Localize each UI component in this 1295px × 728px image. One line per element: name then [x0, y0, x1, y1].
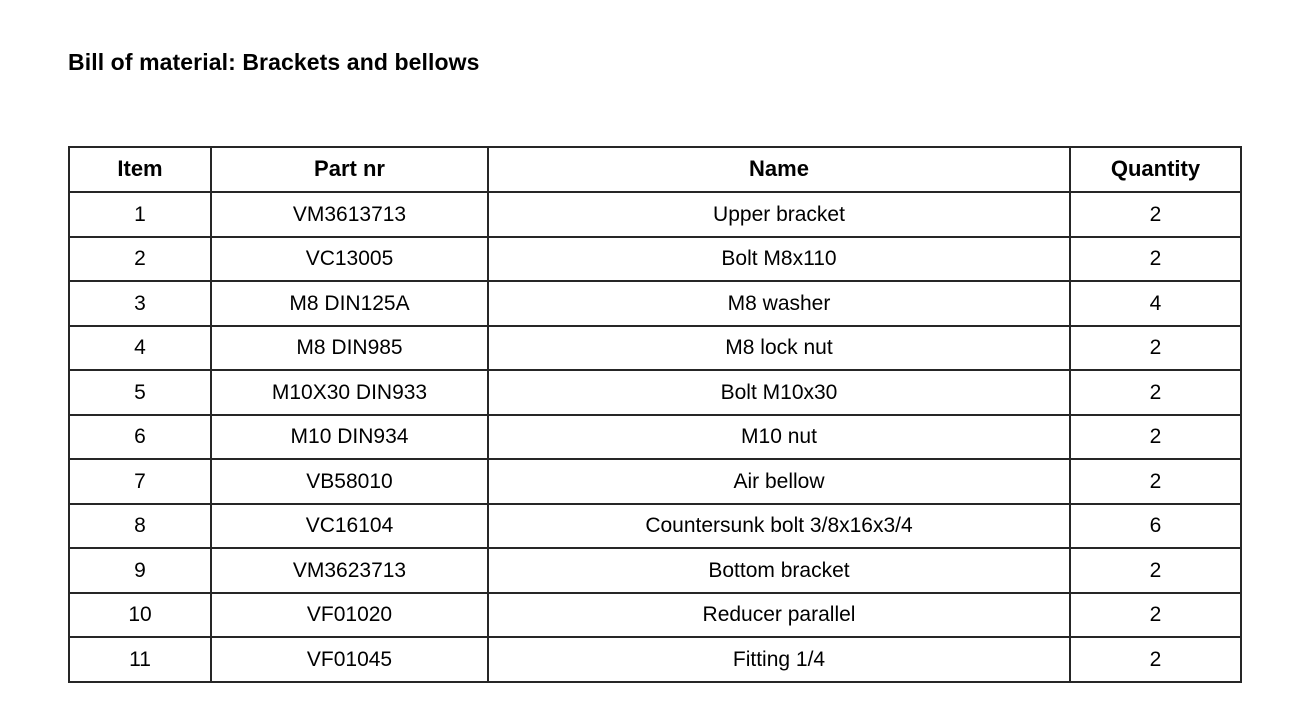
cell-item: 6: [68, 413, 212, 460]
cell-name: Upper bracket: [487, 191, 1071, 238]
cell-quantity: 2: [1069, 636, 1242, 683]
cell-item: 7: [68, 458, 212, 505]
column-header-name: Name: [487, 146, 1071, 193]
page-title: Bill of material: Brackets and bellows: [68, 49, 480, 75]
column-header-item: Item: [68, 146, 212, 193]
cell-quantity: 2: [1069, 413, 1242, 460]
cell-quantity: 2: [1069, 458, 1242, 505]
cell-item: 3: [68, 280, 212, 327]
cell-part_nr: VF01045: [210, 636, 489, 683]
cell-part_nr: M8 DIN985: [210, 324, 489, 371]
cell-part_nr: M8 DIN125A: [210, 280, 489, 327]
cell-name: Reducer parallel: [487, 591, 1071, 638]
cell-name: Bolt M8x110: [487, 235, 1071, 282]
table-header: Item Part nr Name Quantity: [68, 146, 1242, 193]
cell-name: Fitting 1/4: [487, 636, 1071, 683]
cell-part_nr: M10 DIN934: [210, 413, 489, 460]
cell-quantity: 6: [1069, 502, 1242, 549]
cell-quantity: 2: [1069, 324, 1242, 371]
cell-part_nr: VM3623713: [210, 547, 489, 594]
cell-quantity: 4: [1069, 280, 1242, 327]
cell-part_nr: VB58010: [210, 458, 489, 505]
cell-item: 9: [68, 547, 212, 594]
cell-item: 5: [68, 369, 212, 416]
cell-name: Bolt M10x30: [487, 369, 1071, 416]
cell-quantity: 2: [1069, 591, 1242, 638]
cell-name: M10 nut: [487, 413, 1071, 460]
cell-quantity: 2: [1069, 547, 1242, 594]
cell-name: Countersunk bolt 3/8x16x3/4: [487, 502, 1071, 549]
cell-part_nr: VM3613713: [210, 191, 489, 238]
cell-item: 11: [68, 636, 212, 683]
cell-item: 2: [68, 235, 212, 282]
table-header-row: Item Part nr Name Quantity: [68, 146, 1242, 193]
cell-part_nr: VF01020: [210, 591, 489, 638]
cell-name: Bottom bracket: [487, 547, 1071, 594]
cell-part_nr: VC13005: [210, 235, 489, 282]
cell-part_nr: M10X30 DIN933: [210, 369, 489, 416]
cell-quantity: 2: [1069, 369, 1242, 416]
column-header-part-nr: Part nr: [210, 146, 489, 193]
cell-part_nr: VC16104: [210, 502, 489, 549]
cell-name: M8 lock nut: [487, 324, 1071, 371]
cell-item: 10: [68, 591, 212, 638]
cell-quantity: 2: [1069, 191, 1242, 238]
cell-item: 1: [68, 191, 212, 238]
cell-item: 4: [68, 324, 212, 371]
cell-item: 8: [68, 502, 212, 549]
cell-name: M8 washer: [487, 280, 1071, 327]
column-header-quantity: Quantity: [1069, 146, 1242, 193]
cell-name: Air bellow: [487, 458, 1071, 505]
cell-quantity: 2: [1069, 235, 1242, 282]
